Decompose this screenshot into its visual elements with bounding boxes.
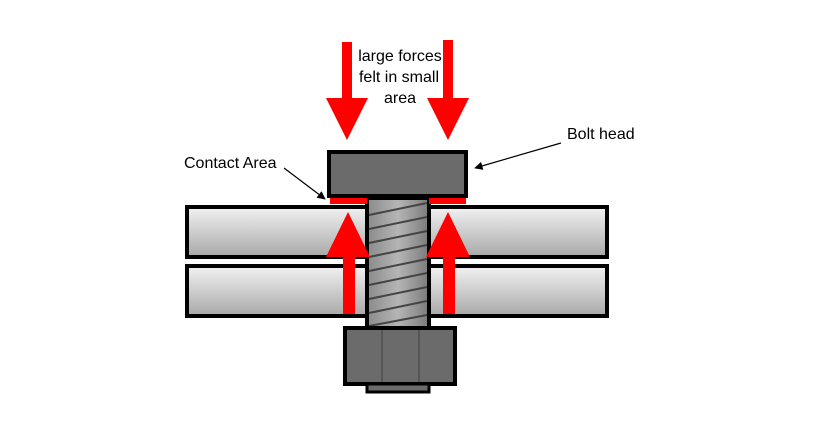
forces-label-line1: large forces bbox=[358, 48, 442, 65]
bolt-head bbox=[327, 150, 468, 198]
forces-label-line3: area bbox=[384, 90, 416, 107]
bolt-shank bbox=[365, 196, 431, 330]
force-arrow-up-right bbox=[426, 212, 470, 314]
force-arrow-down-right bbox=[427, 40, 469, 140]
plate-bottom-right bbox=[427, 264, 609, 318]
forces-label-line2: felt in small bbox=[359, 69, 439, 86]
plate-bottom-left bbox=[185, 264, 371, 318]
contact-area-leader bbox=[283, 167, 326, 200]
force-arrow-up-left bbox=[326, 212, 370, 314]
nut bbox=[343, 326, 457, 394]
force-arrow-down-left bbox=[326, 42, 368, 140]
contact-strip-right bbox=[429, 198, 466, 204]
bolt-head-leader bbox=[474, 142, 562, 170]
contact-strip-left bbox=[330, 198, 367, 204]
bolt-head-label: Bolt head bbox=[567, 126, 635, 143]
contact-area-label: Contact Area bbox=[184, 155, 277, 172]
